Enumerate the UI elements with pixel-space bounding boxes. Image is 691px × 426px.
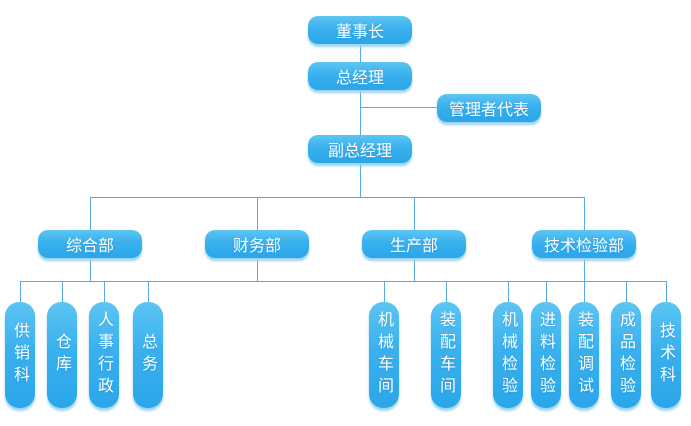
connector-line [626, 281, 627, 302]
connector-line [360, 163, 361, 197]
connector-line [360, 107, 437, 108]
section-label: 仓库 [53, 333, 72, 377]
section-label: 人事行政 [95, 311, 114, 399]
connector-line [414, 197, 415, 230]
connector-line [384, 281, 385, 302]
connector-line [20, 281, 21, 302]
department-label: 生产部 [389, 236, 438, 255]
general-manager-node: 总经理 [308, 62, 412, 90]
connector-line [584, 258, 585, 281]
connector-line [257, 258, 258, 281]
section-label: 机械车间 [375, 311, 394, 399]
section-label: 技术科 [657, 322, 676, 388]
department-label: 财务部 [232, 236, 281, 255]
connector-line [257, 197, 258, 230]
section-node: 供销科 [5, 302, 35, 408]
deputy-general-manager-node: 副总经理 [308, 135, 412, 163]
section-node: 成品检验 [611, 302, 641, 408]
section-label: 总务 [139, 333, 158, 377]
section-node: 技术科 [651, 302, 681, 408]
department-label: 技术检验部 [543, 236, 624, 255]
chairman-node: 董事长 [308, 16, 412, 44]
management-representative-label: 管理者代表 [448, 100, 529, 119]
section-label: 进料检验 [537, 311, 556, 399]
department-node: 综合部 [38, 230, 142, 258]
connector-line [508, 281, 509, 302]
connector-line [62, 281, 63, 302]
department-node: 技术检验部 [532, 230, 636, 258]
section-label: 成品检验 [617, 311, 636, 399]
connector-line [360, 90, 361, 135]
section-label: 装配车间 [437, 311, 456, 399]
department-label: 综合部 [65, 236, 114, 255]
section-node: 机械车间 [369, 302, 399, 408]
connector-line [584, 197, 585, 230]
section-node: 总务 [133, 302, 163, 408]
connector-line [90, 197, 91, 230]
section-node: 进料检验 [531, 302, 561, 408]
connector-line [148, 281, 149, 302]
connector-line [104, 281, 105, 302]
department-node: 生产部 [362, 230, 466, 258]
section-label: 装配调试 [575, 311, 594, 399]
connector-line [666, 281, 667, 302]
management-representative-node: 管理者代表 [437, 94, 541, 122]
chairman-label: 董事长 [335, 22, 384, 41]
connector-line [360, 45, 361, 62]
connector-rail [20, 281, 666, 282]
section-label: 供销科 [11, 322, 30, 388]
connector-line [90, 197, 585, 198]
general-manager-label: 总经理 [335, 68, 384, 87]
section-node: 机械检验 [493, 302, 523, 408]
connector-line [90, 258, 91, 281]
department-node: 财务部 [205, 230, 309, 258]
section-node: 装配车间 [431, 302, 461, 408]
connector-line [546, 281, 547, 302]
deputy-general-manager-label: 副总经理 [327, 141, 392, 160]
connector-line [414, 258, 415, 281]
section-node: 装配调试 [569, 302, 599, 408]
section-node: 人事行政 [89, 302, 119, 408]
connector-line [584, 281, 585, 302]
connector-line [446, 281, 447, 302]
section-label: 机械检验 [499, 311, 518, 399]
section-node: 仓库 [47, 302, 77, 408]
